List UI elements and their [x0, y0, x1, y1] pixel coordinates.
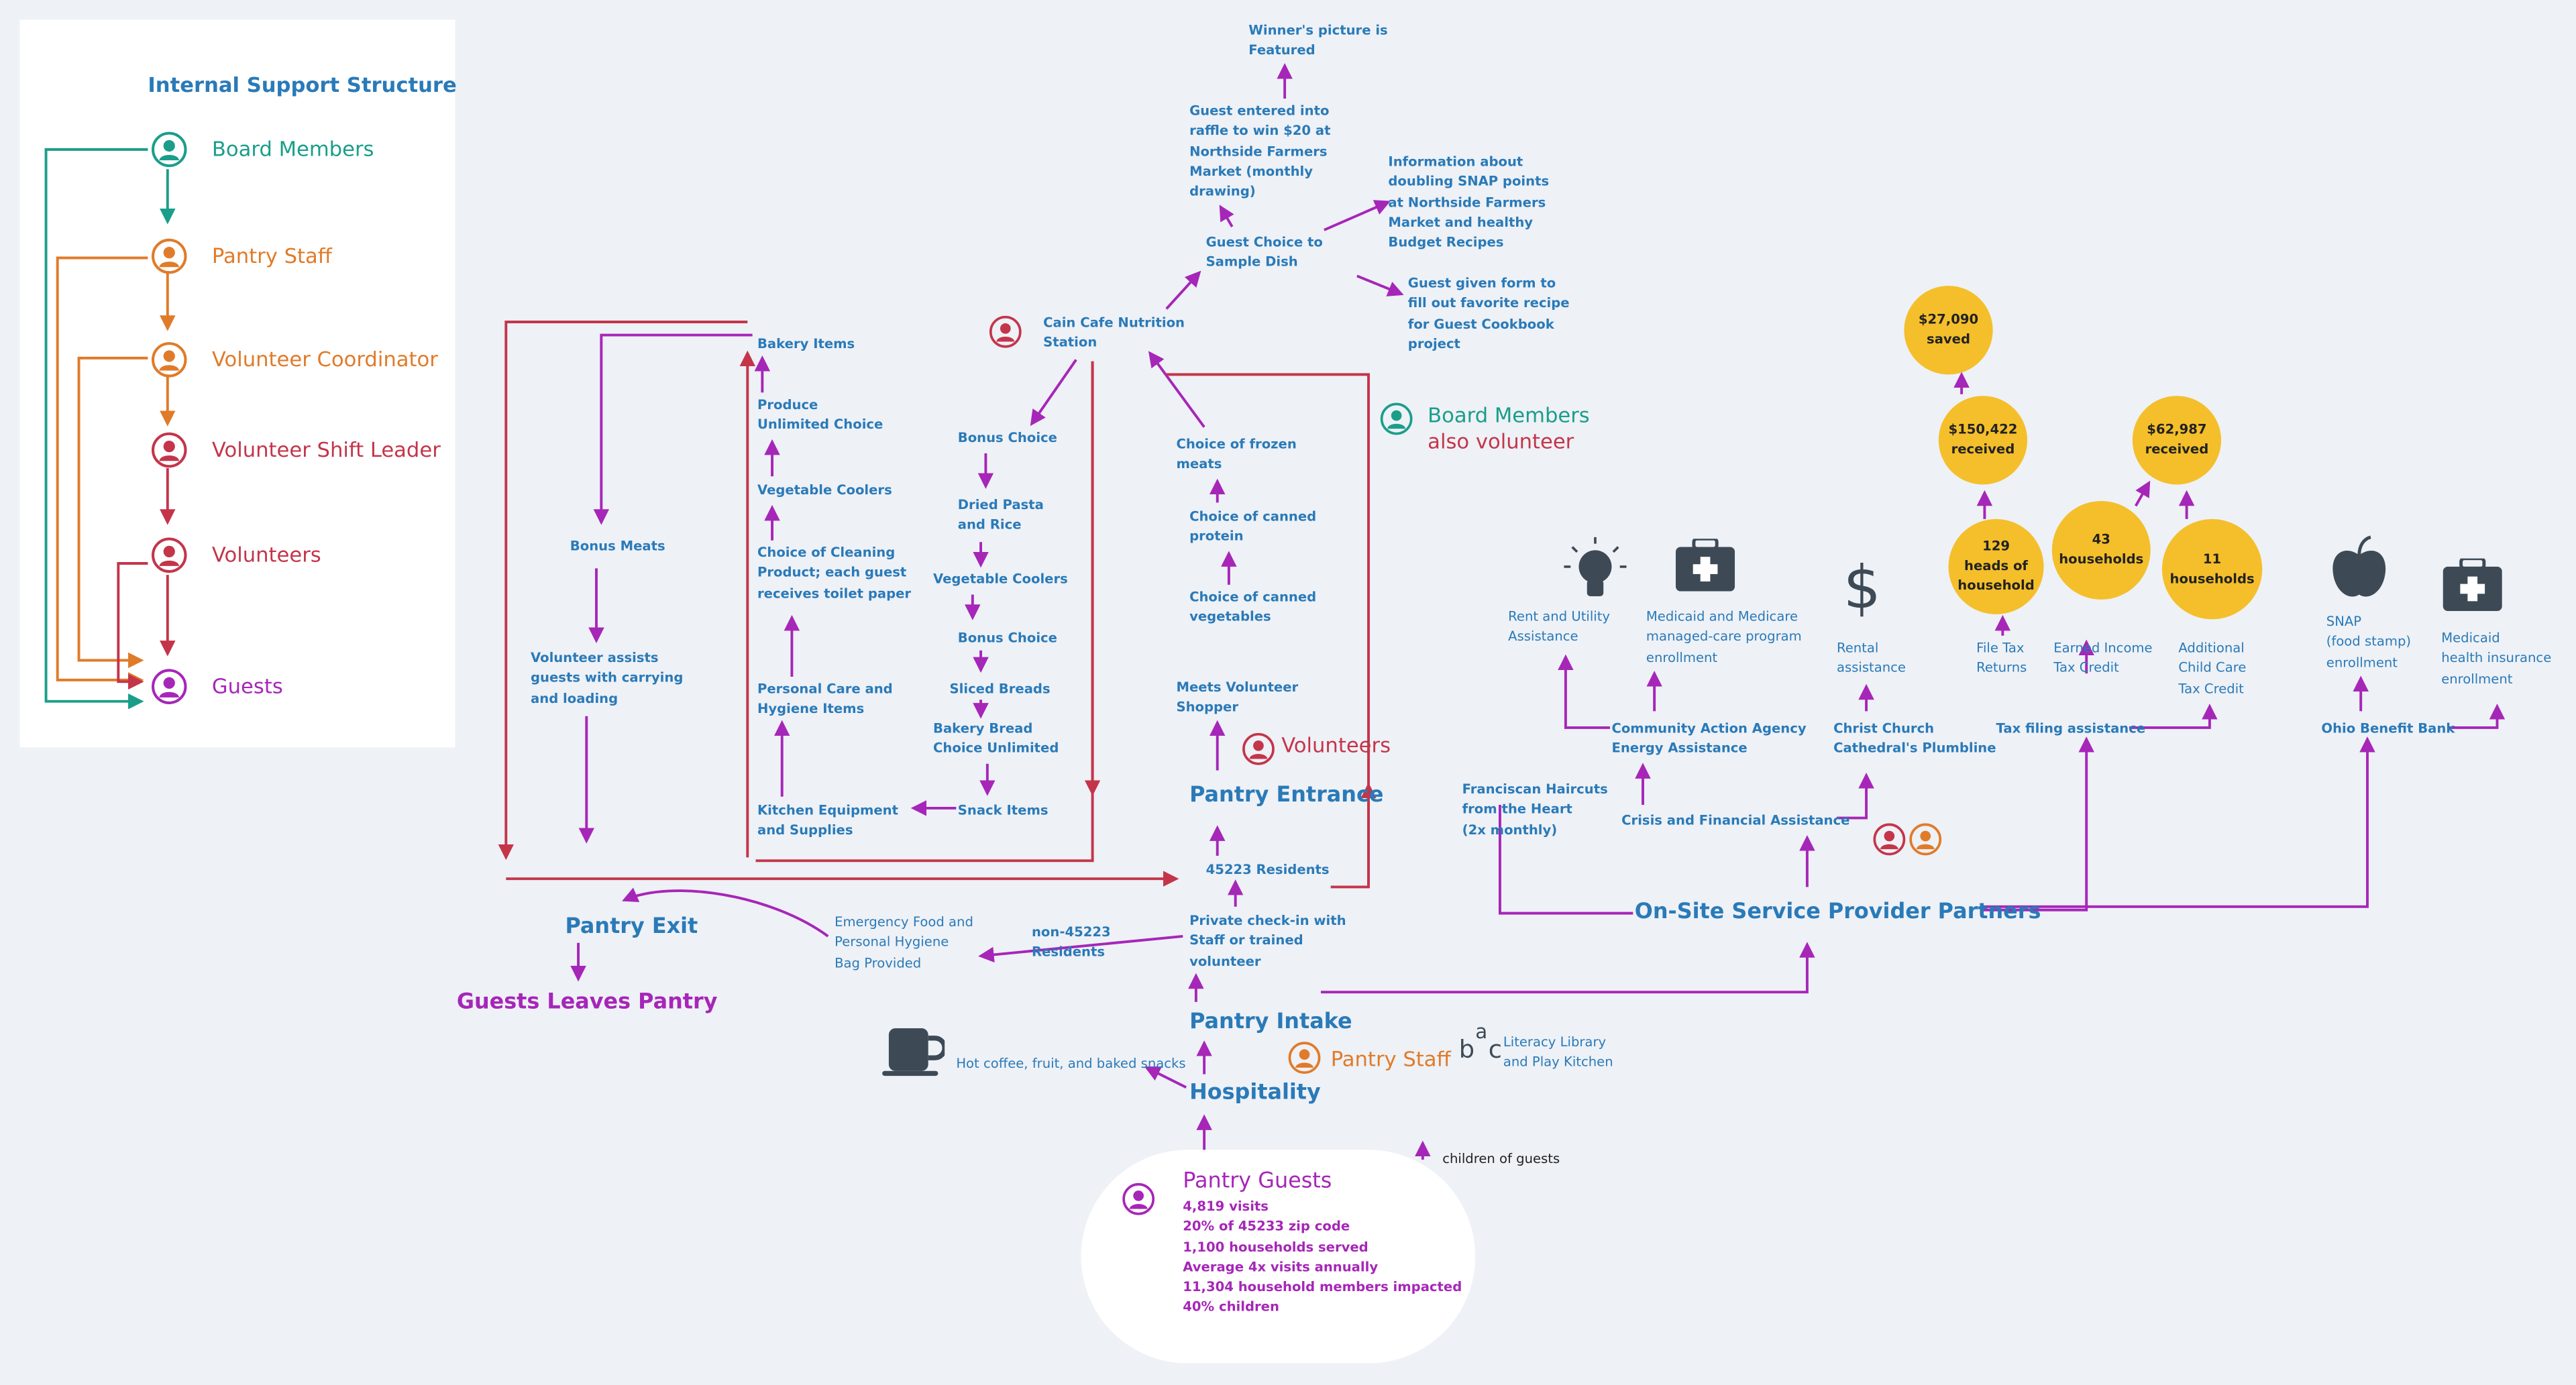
pantry-staff-label: Pantry Staff: [1330, 1046, 1451, 1071]
pantry-exit-node: Pantry Exit: [565, 915, 698, 940]
svg-text:a: a: [1475, 1020, 1487, 1043]
snap-enrollment-node: SNAP (food stamp) enrollment: [2326, 614, 2412, 670]
eitc-node: Earned Income Tax Credit: [2053, 641, 2153, 676]
pantry-intake-node: Pantry Intake: [1189, 1010, 1352, 1035]
abc-letters-icon: b a c: [1459, 1020, 1502, 1064]
raffle-node: Guest entered into raffle to win $20 at …: [1189, 103, 1331, 199]
partners-hub-node: On-Site Service Provider Partners: [1634, 900, 2041, 925]
hospitality-node: Hospitality: [1189, 1081, 1321, 1106]
bakery-items-node: Bakery Items: [757, 337, 855, 352]
christ-church-node: Christ Church Cathedral's Plumbline: [1833, 721, 1996, 757]
snap-info-node: Information about doubling SNAP points a…: [1388, 154, 1550, 250]
legend-volunteer-shift-leader: Volunteer Shift Leader: [211, 437, 441, 462]
winner-node: Winner's picture is Featured: [1248, 23, 1388, 58]
lightbulb-icon: [1564, 537, 1627, 596]
community-action-node: Community Action Agency Energy Assistanc…: [1611, 721, 1807, 757]
person-icon: [1288, 1042, 1321, 1074]
person-icon: [151, 238, 187, 274]
bonus-choice-node: Bonus Choice: [957, 630, 1057, 646]
cleaning-product-node: Choice of Cleaning Product; each guest r…: [757, 545, 912, 601]
private-checkin-node: Private check-in with Staff or trained v…: [1189, 913, 1346, 968]
frozen-meats-node: Choice of frozen meats: [1176, 437, 1297, 472]
recipe-form-node: Guest given form to fill out favorite re…: [1407, 276, 1570, 351]
dollar-sign-icon: $: [1843, 555, 1881, 618]
ohio-benefit-node: Ohio Benefit Bank: [2321, 721, 2455, 736]
svg-text:c: c: [1489, 1035, 1502, 1064]
rent-utility-node: Rent and Utility Assistance: [1508, 609, 1611, 645]
pantry-guests-title: Pantry Guests: [1183, 1169, 1332, 1195]
children-of-guests-label: children of guests: [1442, 1151, 1560, 1166]
svg-text:$: $: [1843, 555, 1881, 618]
legend-volunteer-coordinator: Volunteer Coordinator: [211, 346, 438, 372]
svg-text:b: b: [1459, 1035, 1474, 1064]
medicaid-managed-node: Medicaid and Medicare managed-care progr…: [1646, 609, 1802, 665]
households-stat-circle: 43 households: [2051, 500, 2151, 600]
person-icon: [151, 131, 187, 168]
legend-board-members: Board Members: [211, 136, 374, 162]
guests-leave-node: Guests Leaves Pantry: [456, 990, 718, 1015]
canned-protein-node: Choice of canned protein: [1189, 509, 1317, 545]
cain-cafe-node: Cain Cafe Nutrition Station: [1043, 315, 1185, 351]
legend-guests: Guests: [211, 673, 283, 698]
personal-care-node: Personal Care and Hygiene Items: [757, 681, 893, 717]
person-icon: [151, 537, 187, 573]
file-tax-node: File Tax Returns: [1976, 641, 2027, 676]
emergency-bag-node: Emergency Food and Personal Hygiene Bag …: [835, 915, 973, 971]
heads-of-household-circle: 129 heads of household: [1948, 518, 2044, 614]
rental-assistance-node: Rental assistance: [1836, 641, 1906, 676]
apple-icon: [2332, 535, 2386, 597]
kitchen-equipment-node: Kitchen Equipment and Supplies: [757, 803, 898, 838]
bakery-bread-node: Bakery Bread Choice Unlimited: [933, 721, 1059, 757]
pantry-entrance-node: Pantry Entrance: [1189, 783, 1384, 808]
received-stat-circle: $62,987 received: [2132, 396, 2222, 485]
person-icon: [151, 669, 187, 705]
legend-volunteers: Volunteers: [211, 542, 321, 567]
vegetable-coolers-node: Vegetable Coolers: [757, 483, 892, 498]
board-also-sub: also volunteer: [1428, 429, 1574, 453]
medicaid-enrollment-node: Medicaid health insurance enrollment: [2441, 630, 2552, 686]
legend-pantry-staff: Pantry Staff: [211, 243, 332, 268]
legend-panel: [19, 19, 455, 748]
volunteer-assists-node: Volunteer assists guests with carrying a…: [531, 650, 684, 706]
dried-pasta-node: Dried Pasta and Rice: [957, 498, 1044, 533]
non-resident-node: non-45223 Residents: [1031, 924, 1111, 960]
vegetable-coolers-node: Vegetable Coolers: [933, 571, 1068, 587]
first-aid-kit-icon: [1675, 539, 1735, 592]
snack-items-node: Snack Items: [957, 803, 1049, 818]
person-icon: [1380, 402, 1413, 435]
person-icon: [989, 315, 1022, 348]
canned-vegetables-node: Choice of canned vegetables: [1189, 590, 1317, 625]
haircuts-node: Franciscan Haircuts from the Heart (2x m…: [1462, 781, 1608, 837]
received-stat-circle: $150,422 received: [1938, 396, 2028, 485]
person-icon: [151, 341, 187, 378]
tax-filing-node: Tax filing assistance: [1996, 721, 2146, 736]
produce-node: Produce Unlimited Choice: [757, 397, 883, 433]
hot-coffee-label: Hot coffee, fruit, and baked snacks: [956, 1056, 1186, 1071]
volunteers-label: Volunteers: [1281, 732, 1391, 757]
board-also-label: Board Members: [1428, 402, 1590, 427]
guest-choice-node: Guest Choice to Sample Dish: [1205, 235, 1323, 270]
sliced-breads-node: Sliced Breads: [949, 681, 1051, 697]
saved-stat-circle: $27,090 saved: [1904, 286, 1993, 375]
person-icon: [1909, 823, 1942, 856]
person-icon: [1242, 732, 1275, 765]
first-aid-kit-icon: [2443, 558, 2502, 612]
bonus-choice-node: Bonus Choice: [957, 430, 1057, 445]
person-icon: [1873, 823, 1906, 856]
person-icon: [151, 432, 187, 468]
meets-volunteer-node: Meets Volunteer Shopper: [1176, 679, 1299, 716]
literacy-library-label: Literacy Library and Play Kitchen: [1503, 1034, 1613, 1070]
pantry-guests-stats: 4,819 visits 20% of 45233 zip code 1,100…: [1183, 1199, 1462, 1315]
coffee-cup-icon: [882, 1028, 945, 1076]
child-care-credit-node: Additional Child Care Tax Credit: [2178, 641, 2247, 696]
crisis-assistance-node: Crisis and Financial Assistance: [1621, 813, 1850, 828]
person-icon: [1122, 1182, 1155, 1215]
households-stat-circle: 11 households: [2161, 518, 2263, 620]
residents-node: 45223 Residents: [1205, 862, 1330, 877]
bonus-meats-node: Bonus Meats: [570, 539, 665, 554]
legend-title: Internal Support Structure: [148, 72, 457, 97]
